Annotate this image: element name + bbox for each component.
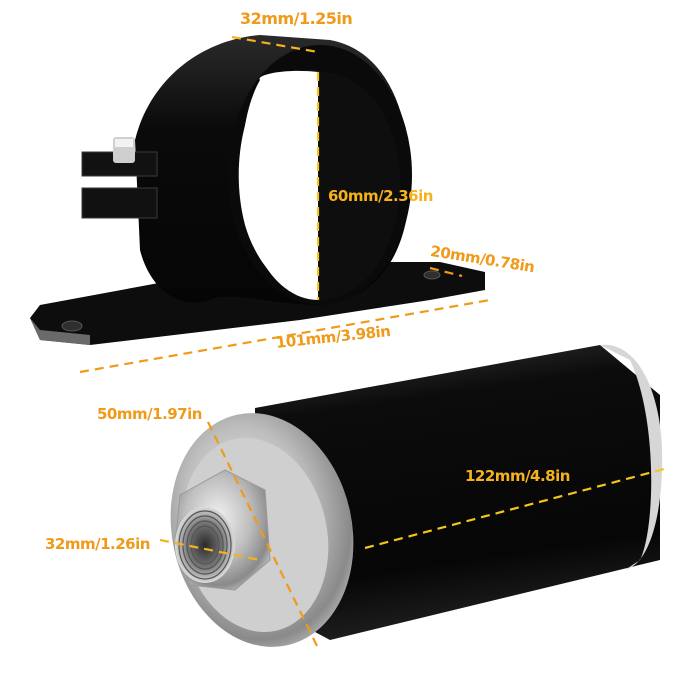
bracket-diameter-label: 60mm/2.36in <box>328 187 433 205</box>
filter-diameter-label: 50mm/1.97in <box>97 405 202 423</box>
filter-length-label: 122mm/4.8in <box>465 467 570 485</box>
mounting-bracket <box>30 35 485 345</box>
dimension-lines <box>79 35 669 649</box>
filter-port-label: 32mm/1.26in <box>45 535 150 553</box>
bracket-width-label: 32mm/1.25in <box>240 9 353 28</box>
fuel-filter <box>170 344 663 647</box>
